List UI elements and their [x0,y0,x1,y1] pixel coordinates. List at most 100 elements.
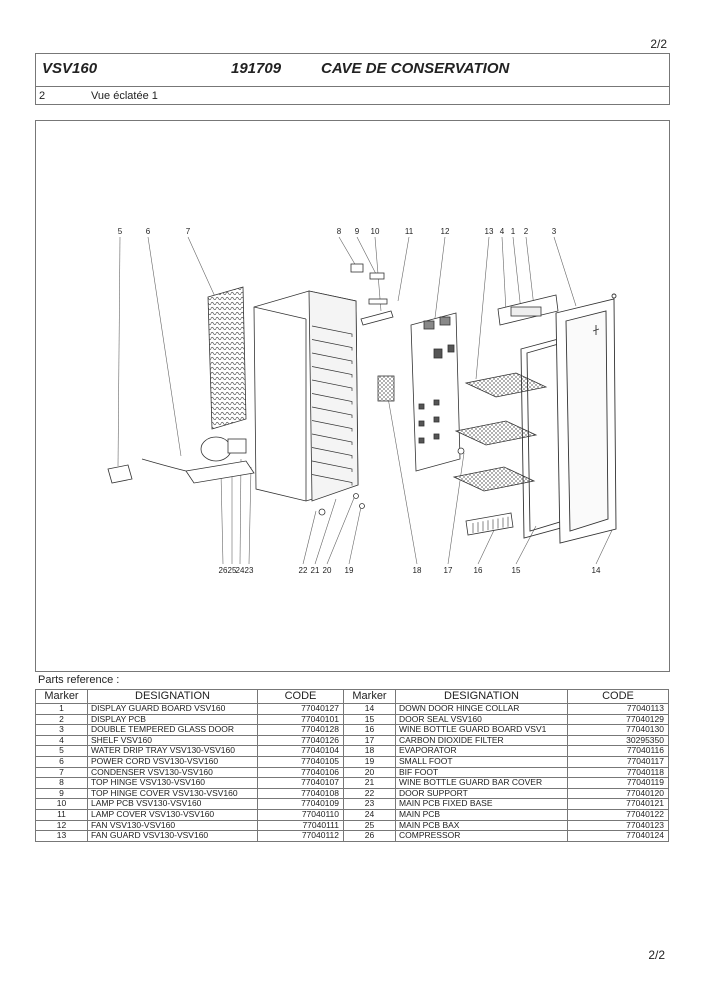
part-code: 77040120 [567,787,669,800]
part-marker: 18 [343,745,396,757]
callout-label: 11 [405,227,414,236]
callout-label: 17 [444,566,453,575]
table-header-row: Marker DESIGNATION CODE Marker DESIGNATI… [35,689,669,704]
part-designation: MAIN PCB [395,808,568,821]
leader-line [356,236,377,275]
shelf [452,466,536,492]
part-marker: 23 [343,798,396,810]
part-designation: CARBON DIOXIDE FILTER [395,734,568,747]
cabinet-rail [311,325,353,337]
part-code: 77040106 [257,766,344,779]
part-code: 77040104 [257,745,344,757]
part-marker: 19 [343,755,396,768]
callout-label: 4 [500,227,505,236]
callout-label: 13 [485,227,494,236]
callout-label: 3 [552,227,557,236]
base-small-parts [318,447,465,516]
part-marker: 9 [35,787,88,800]
part-marker: 8 [35,777,88,789]
column-header-designation: DESIGNATION [395,689,568,704]
parts-reference-heading: Parts reference : [38,674,120,686]
part-designation: DOUBLE TEMPERED GLASS DOOR [87,724,258,736]
part-designation: EVAPORATOR [395,745,568,757]
callout-label: 18 [413,566,422,575]
shelf [454,420,538,446]
cabinet-rail [311,393,353,405]
part-designation: FAN GUARD VSV130-VSV160 [87,830,258,842]
document-header: VSV160 191709 CAVE DE CONSERVATION 2 Vue… [35,53,670,105]
callout-label: 20 [323,566,332,575]
shelf [464,372,548,398]
part-designation: SHELF VSV160 [87,734,258,747]
part-designation: DOOR SUPPORT [395,787,568,800]
back-panel-part [377,312,461,472]
leader-line [338,236,357,267]
part-designation: TOP HINGE COVER VSV130-VSV160 [87,787,258,800]
view-name: Vue éclatée 1 [91,90,158,102]
part-code: 77040112 [257,830,344,842]
leader-line [475,236,490,380]
part-designation: WINE BOTTLE GUARD BOARD VSV1 [395,724,568,736]
leader-line [525,236,535,308]
part-designation: SMALL FOOT [395,755,568,768]
part-marker: 26 [343,830,396,842]
part-code: 77040129 [567,713,669,726]
callout-label: 12 [441,227,450,236]
part-designation: LAMP COVER VSV130-VSV160 [87,808,258,821]
part-marker: 15 [343,713,396,726]
column-header-marker: Marker [35,689,88,704]
part-marker: 24 [343,808,396,821]
leader-line [477,525,497,565]
leader-line [595,525,615,565]
part-marker: 1 [35,703,88,715]
parts-reference-table: Marker DESIGNATION CODE Marker DESIGNATI… [35,689,669,842]
part-code: 77040121 [567,798,669,810]
part-code: 77040113 [567,703,669,715]
callout-label: 14 [592,566,601,575]
reference-number: 191709 [231,60,282,77]
shelf-parts [452,372,548,492]
part-code: 77040124 [567,830,669,842]
part-marker: 6 [35,755,88,768]
part-marker: 12 [35,819,88,832]
part-marker: 17 [343,734,396,747]
cabinet-rail [311,474,353,486]
leader-line [397,236,410,302]
leader-line [314,498,337,565]
part-code: 77040116 [567,745,669,757]
part-marker: 10 [35,798,88,810]
leader-line [433,236,446,327]
part-marker: 3 [35,724,88,736]
part-code: 77040118 [567,766,669,779]
callout-label: 19 [345,566,354,575]
leader-line [447,452,465,565]
part-code: 77040108 [257,787,344,800]
cabinet-rail [311,447,353,459]
part-marker: 25 [343,819,396,832]
leader-line [239,458,242,565]
cabinet-rail [311,433,353,445]
part-marker: 14 [343,703,396,715]
part-marker: 20 [343,766,396,779]
cabinet-rail [311,420,353,432]
callout-label: 25 [228,566,237,575]
page-number-bottom: 2/2 [648,948,665,962]
part-designation: CONDENSER VSV130-VSV160 [87,766,258,779]
column-header-code: CODE [567,689,669,704]
cabinet-rail [311,406,353,418]
part-designation: FAN VSV130-VSV160 [87,819,258,832]
part-designation: TOP HINGE VSV130-VSV160 [87,777,258,789]
leader-line [553,236,577,307]
callout-label: 26 [219,566,228,575]
drip-tray-part [107,464,133,484]
part-code: 77040128 [257,724,344,736]
part-code: 77040130 [567,724,669,736]
leader-line [117,236,121,467]
part-marker: 16 [343,724,396,736]
part-code: 77040119 [567,777,669,789]
